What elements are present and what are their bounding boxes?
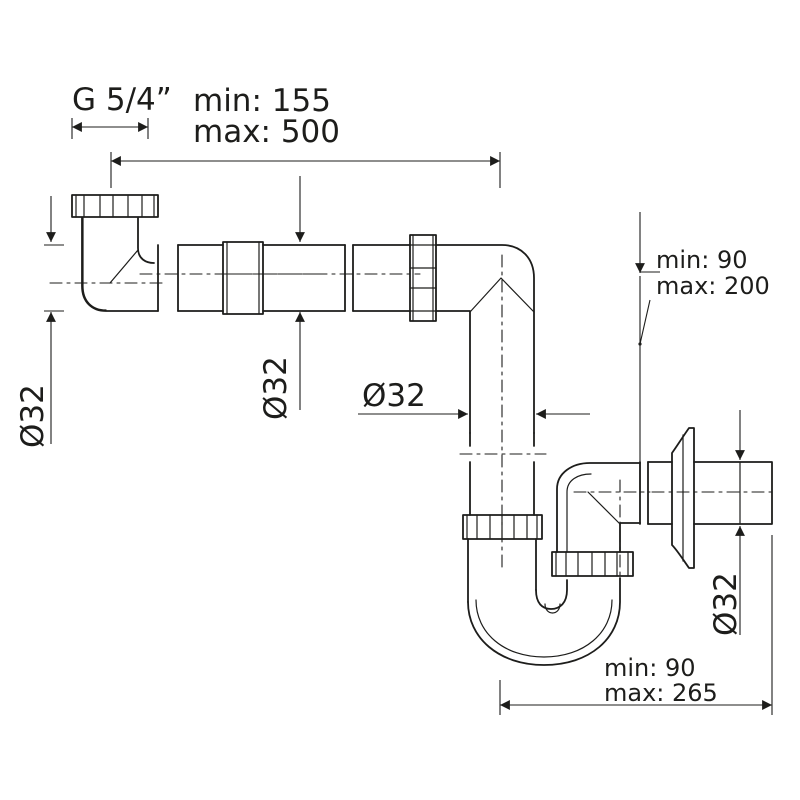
dimension-horizontal-top — [110, 152, 501, 188]
left-inlet-nut — [71, 194, 159, 218]
dimension-left-vertical — [44, 196, 64, 444]
bottom-min-label: min: 90 — [604, 654, 696, 682]
right-diameter-label: Ø32 — [708, 572, 744, 636]
dimension-right-top-vertical — [635, 212, 660, 490]
left-elbow — [49, 217, 163, 312]
thread-label: G 5/4” — [72, 82, 172, 118]
horizontal-pipe — [139, 234, 437, 322]
lower-left-nut — [462, 514, 543, 603]
trap-bend — [467, 577, 621, 666]
top-max-label: max: 500 — [193, 114, 340, 150]
left-diameter-label: Ø32 — [15, 384, 51, 448]
wall-flange — [639, 427, 776, 569]
bottom-max-label: max: 265 — [604, 679, 718, 707]
dimension-bottom-horizontal — [499, 535, 773, 715]
right-max-label: max: 200 — [656, 272, 770, 300]
center-diameter-label: Ø32 — [362, 378, 426, 414]
outlet-nut-and-elbow — [551, 462, 651, 581]
right-min-label: min: 90 — [656, 246, 748, 274]
top-min-label: min: 155 — [193, 83, 331, 119]
dimension-thread — [71, 118, 149, 139]
dimension-right-vertical — [730, 410, 750, 635]
upper-elbow-and-downpipe — [435, 244, 547, 571]
middle-diameter-label: Ø32 — [258, 356, 294, 420]
